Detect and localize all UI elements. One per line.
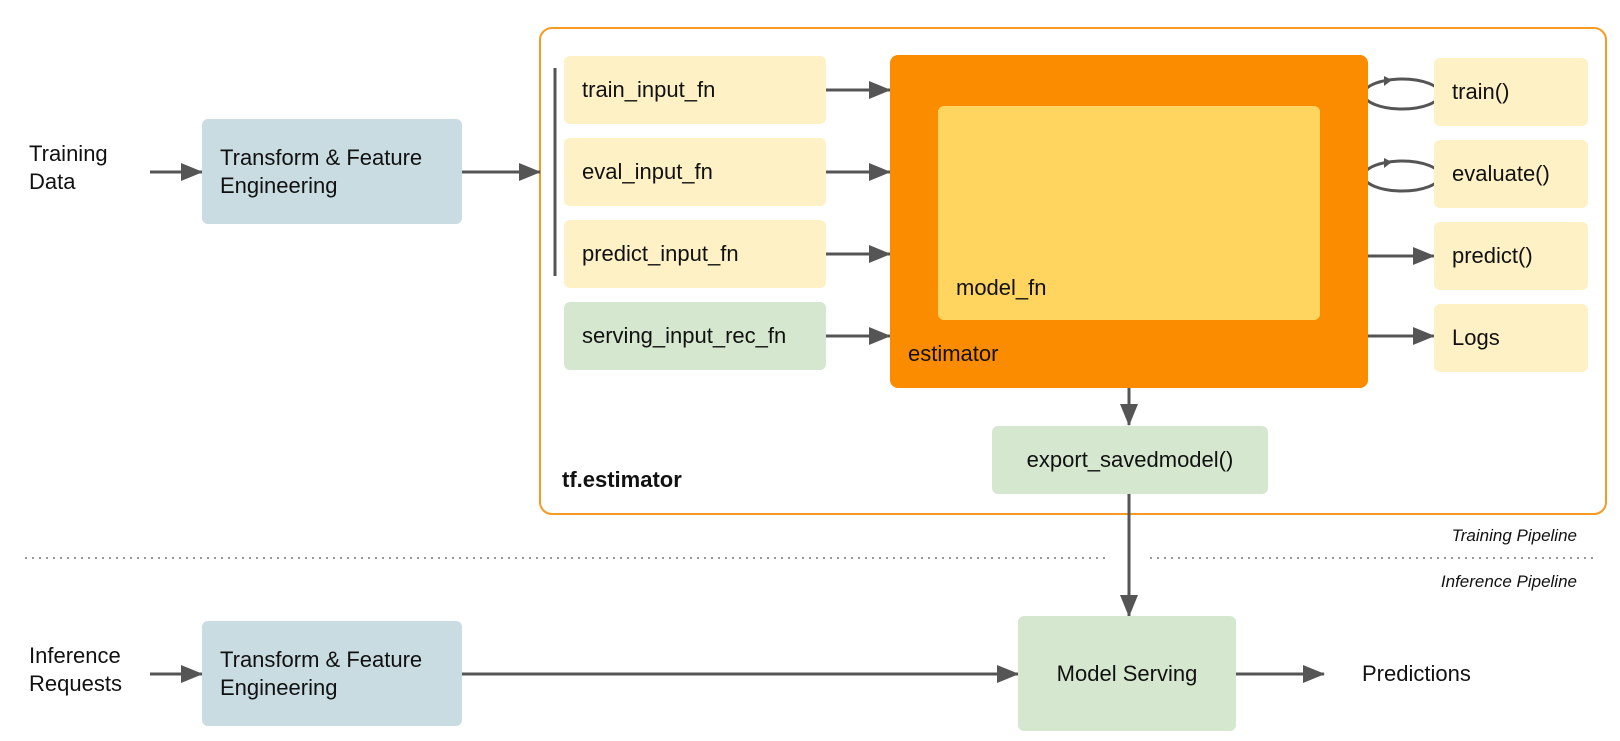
evaluate-loop-icon [1362, 159, 1442, 193]
train-output-box[interactable]: train() [1434, 58, 1588, 126]
train-output-label: train() [1452, 79, 1510, 104]
estimator-label: estimator [908, 341, 999, 366]
inference-requests-label: Inference Requests [29, 643, 122, 696]
model-serving-box[interactable]: Model Serving [1018, 616, 1236, 731]
export-savedmodel-box[interactable]: export_savedmodel() [992, 426, 1268, 494]
tf-estimator-title: tf.estimator [562, 467, 682, 492]
evaluate-output-label: evaluate() [1452, 161, 1550, 186]
evaluate-output-box[interactable]: evaluate() [1434, 140, 1588, 208]
training-transform-label: Transform & Feature Engineering [220, 144, 423, 198]
predictions-label: Predictions [1362, 661, 1471, 686]
export-savedmodel-label: export_savedmodel() [1026, 447, 1234, 472]
inference-transform-box[interactable]: Transform & Feature Engineering [202, 621, 462, 726]
training-data-label: Training Data [29, 141, 108, 194]
model-serving-label: Model Serving [1056, 660, 1198, 686]
training-pipeline-label: Training Pipeline [1451, 526, 1577, 545]
train-input-fn-box[interactable]: train_input_fn [564, 56, 826, 124]
eval-input-fn-label: eval_input_fn [582, 159, 713, 184]
logs-output-label: Logs [1452, 325, 1500, 350]
predict-output-box[interactable]: predict() [1434, 222, 1588, 290]
inference-pipeline-label: Inference Pipeline [1440, 572, 1577, 591]
serving-input-fn-label: serving_input_rec_fn [582, 323, 787, 348]
model-fn-box[interactable] [938, 106, 1320, 320]
train-loop-icon [1362, 77, 1442, 111]
logs-output-box[interactable]: Logs [1434, 304, 1588, 372]
eval-input-fn-box[interactable]: eval_input_fn [564, 138, 826, 206]
train-input-fn-label: train_input_fn [582, 77, 716, 102]
predict-output-label: predict() [1452, 243, 1533, 268]
predict-input-fn-label: predict_input_fn [582, 241, 739, 266]
tf-estimator-frame [539, 27, 1607, 515]
training-transform-box[interactable]: Transform & Feature Engineering [202, 119, 462, 224]
inference-transform-label: Transform & Feature Engineering [220, 646, 423, 700]
model-fn-label: model_fn [956, 275, 1047, 300]
serving-input-fn-box[interactable]: serving_input_rec_fn [564, 302, 826, 370]
predict-input-fn-box[interactable]: predict_input_fn [564, 220, 826, 288]
